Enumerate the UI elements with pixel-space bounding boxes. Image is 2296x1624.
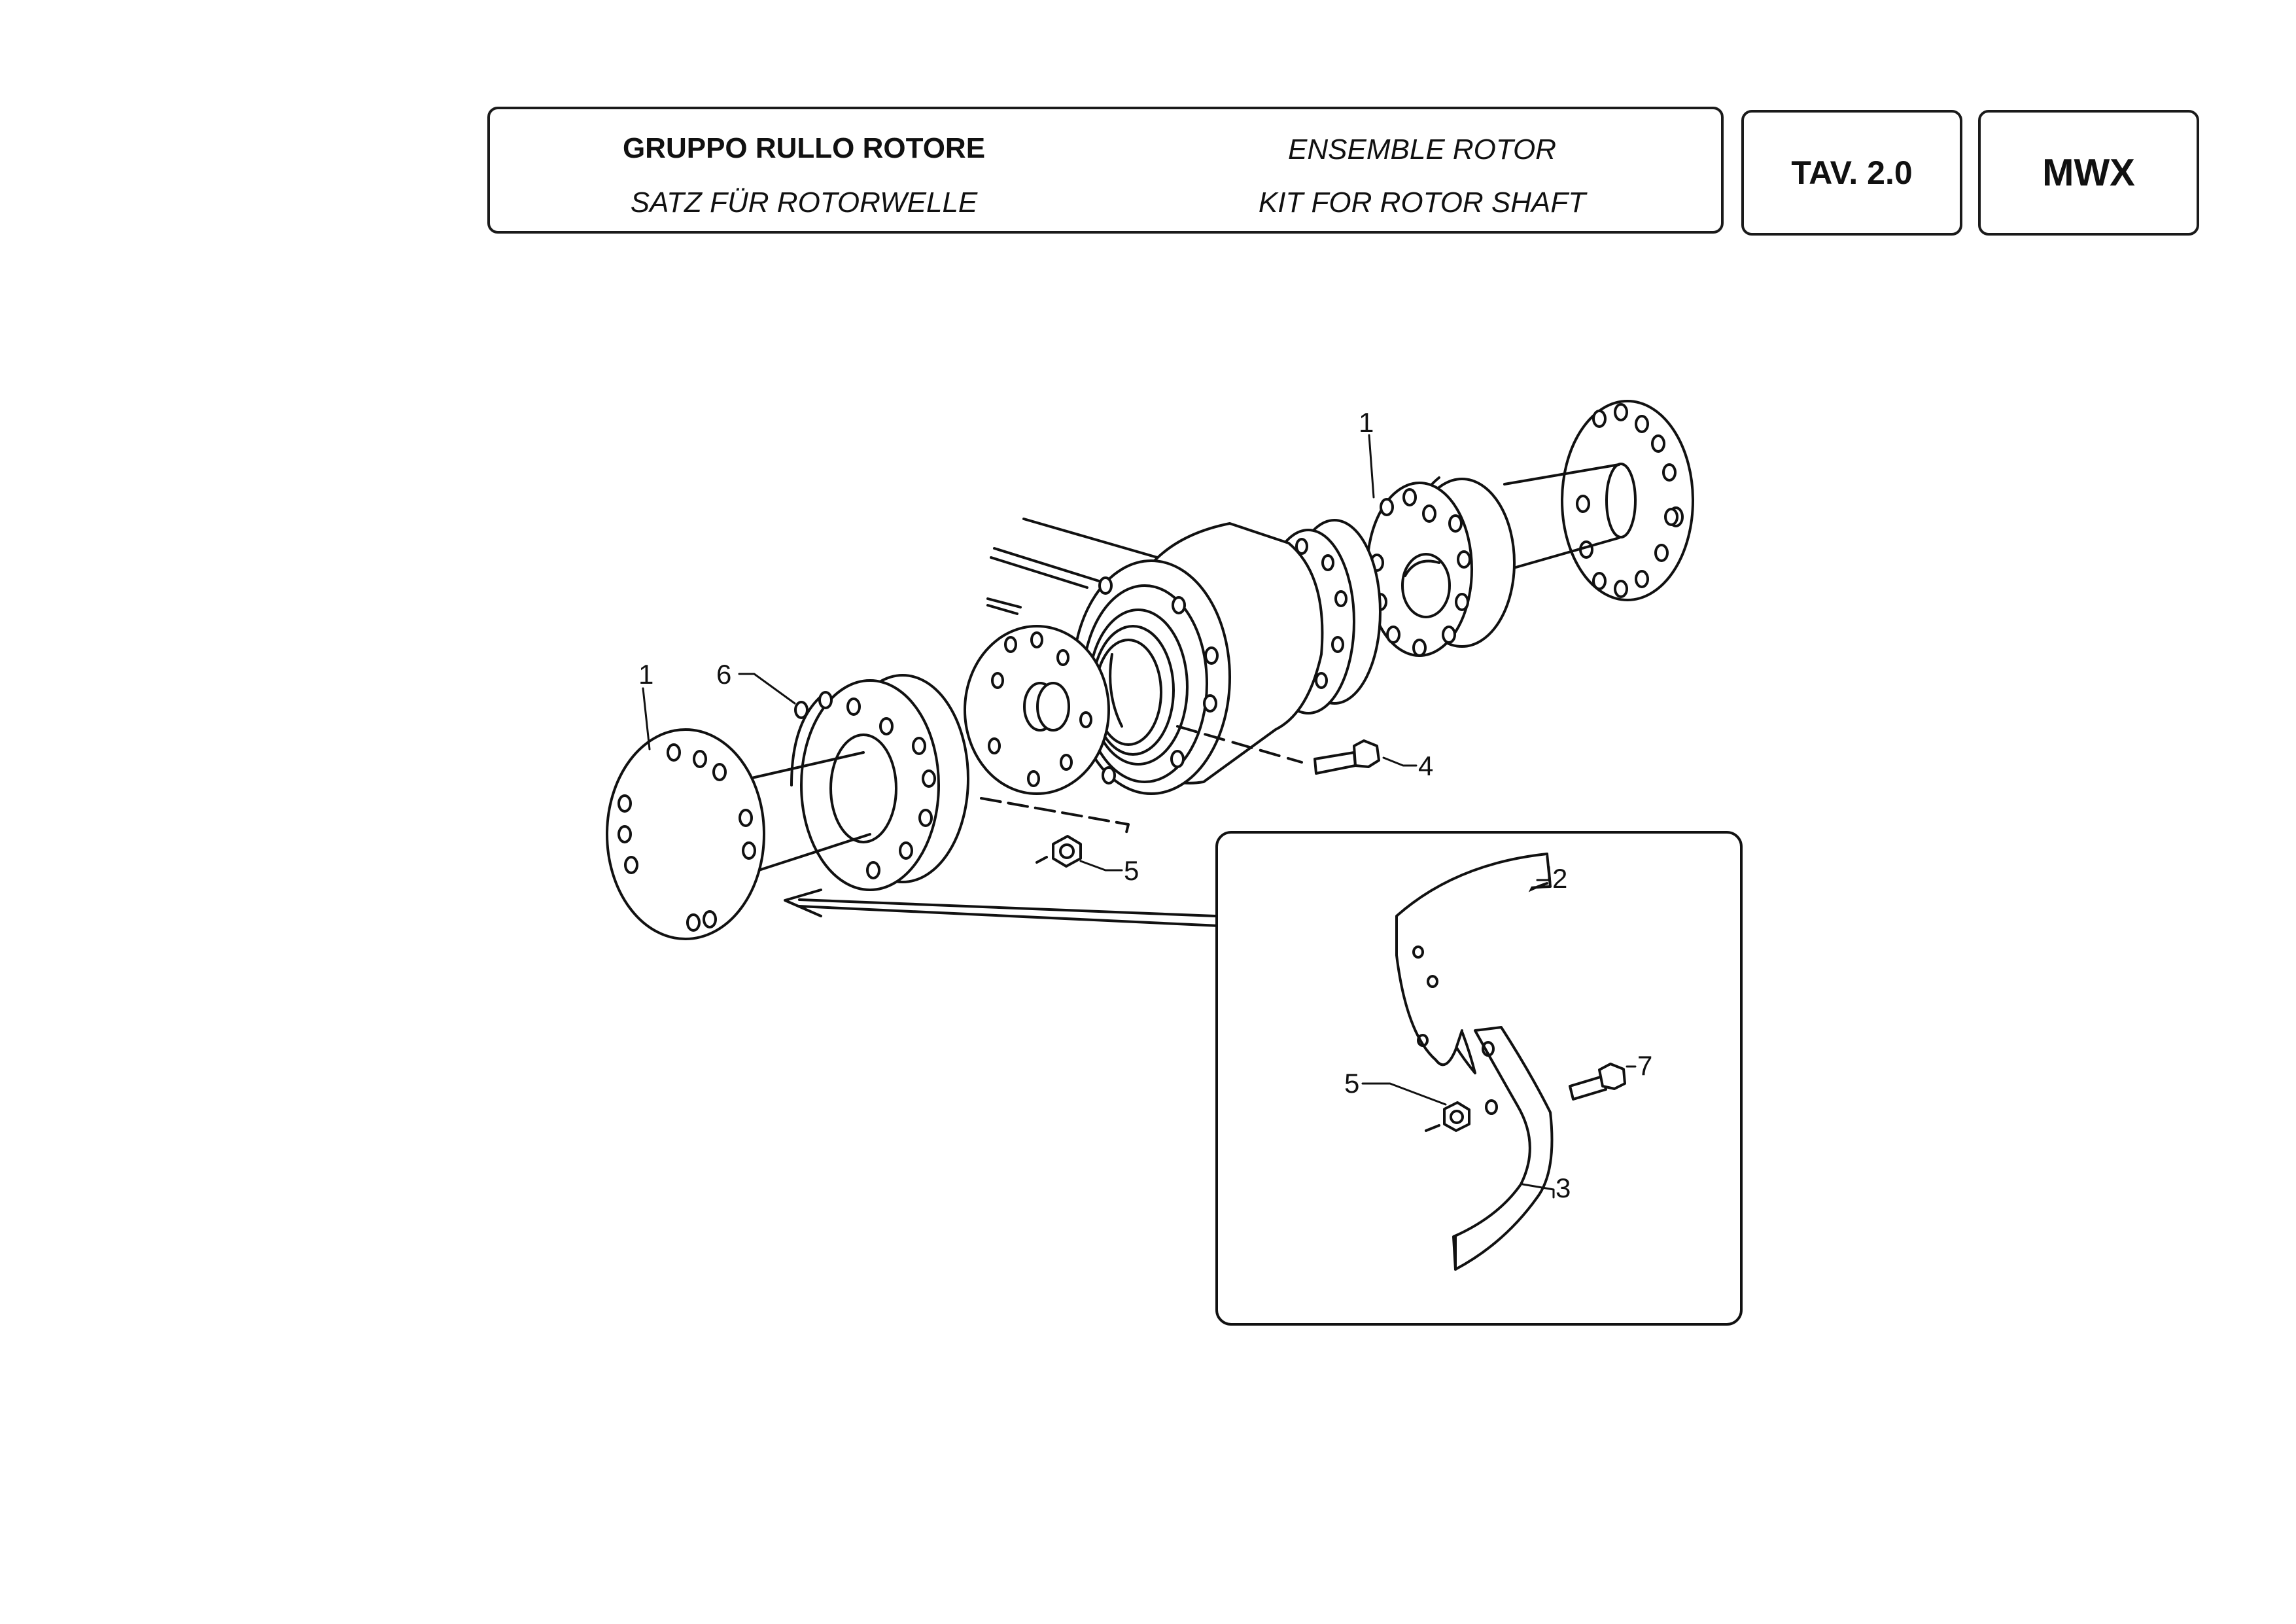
bolt-icon <box>1176 725 1380 775</box>
callout-4: 4 <box>1418 750 1433 781</box>
right-end-flange <box>1503 400 1694 601</box>
inset-frame <box>1215 831 1743 1326</box>
title-block: GRUPPO RULLO ROTORE ENSEMBLE ROTOR SATZ … <box>487 107 1724 234</box>
left-split-flange <box>790 674 969 891</box>
model-box: MWX <box>1978 110 2199 236</box>
callout-1-left: 1 <box>638 659 653 690</box>
callout-5-main: 5 <box>1124 855 1139 886</box>
blade-icon <box>1395 853 1552 1074</box>
table-code: TAV. 2.0 <box>1791 154 1913 191</box>
callout-5-inset: 5 <box>1344 1068 1359 1099</box>
front-flange-plate <box>964 625 1110 795</box>
model-code: MWX <box>2042 151 2135 194</box>
callout-3: 3 <box>1556 1173 1571 1203</box>
nut-icon <box>1425 1101 1470 1132</box>
callout-2: 2 <box>1552 863 1567 894</box>
callout-1-right: 1 <box>1359 407 1374 438</box>
rotor-hub <box>1071 522 1324 795</box>
blade-icon <box>1452 1026 1554 1271</box>
title-italian: GRUPPO RULLO ROTORE <box>622 132 986 164</box>
arrow-icon <box>784 889 1221 927</box>
right-flange-ring <box>1366 476 1516 657</box>
nut-icon <box>980 797 1130 868</box>
callout-7: 7 <box>1637 1050 1652 1081</box>
title-french: ENSEMBLE ROTOR <box>1288 133 1556 166</box>
shaft-guide-lines <box>986 518 1172 615</box>
table-code-box: TAV. 2.0 <box>1741 110 1962 236</box>
title-german: SATZ FÜR ROTORWELLE <box>630 186 978 219</box>
leader-lines <box>642 434 1637 1199</box>
callout-6: 6 <box>716 659 731 690</box>
title-english: KIT FOR ROTOR SHAFT <box>1258 186 1586 219</box>
left-end-flange <box>606 728 871 940</box>
bolt-icon <box>1569 1063 1626 1101</box>
